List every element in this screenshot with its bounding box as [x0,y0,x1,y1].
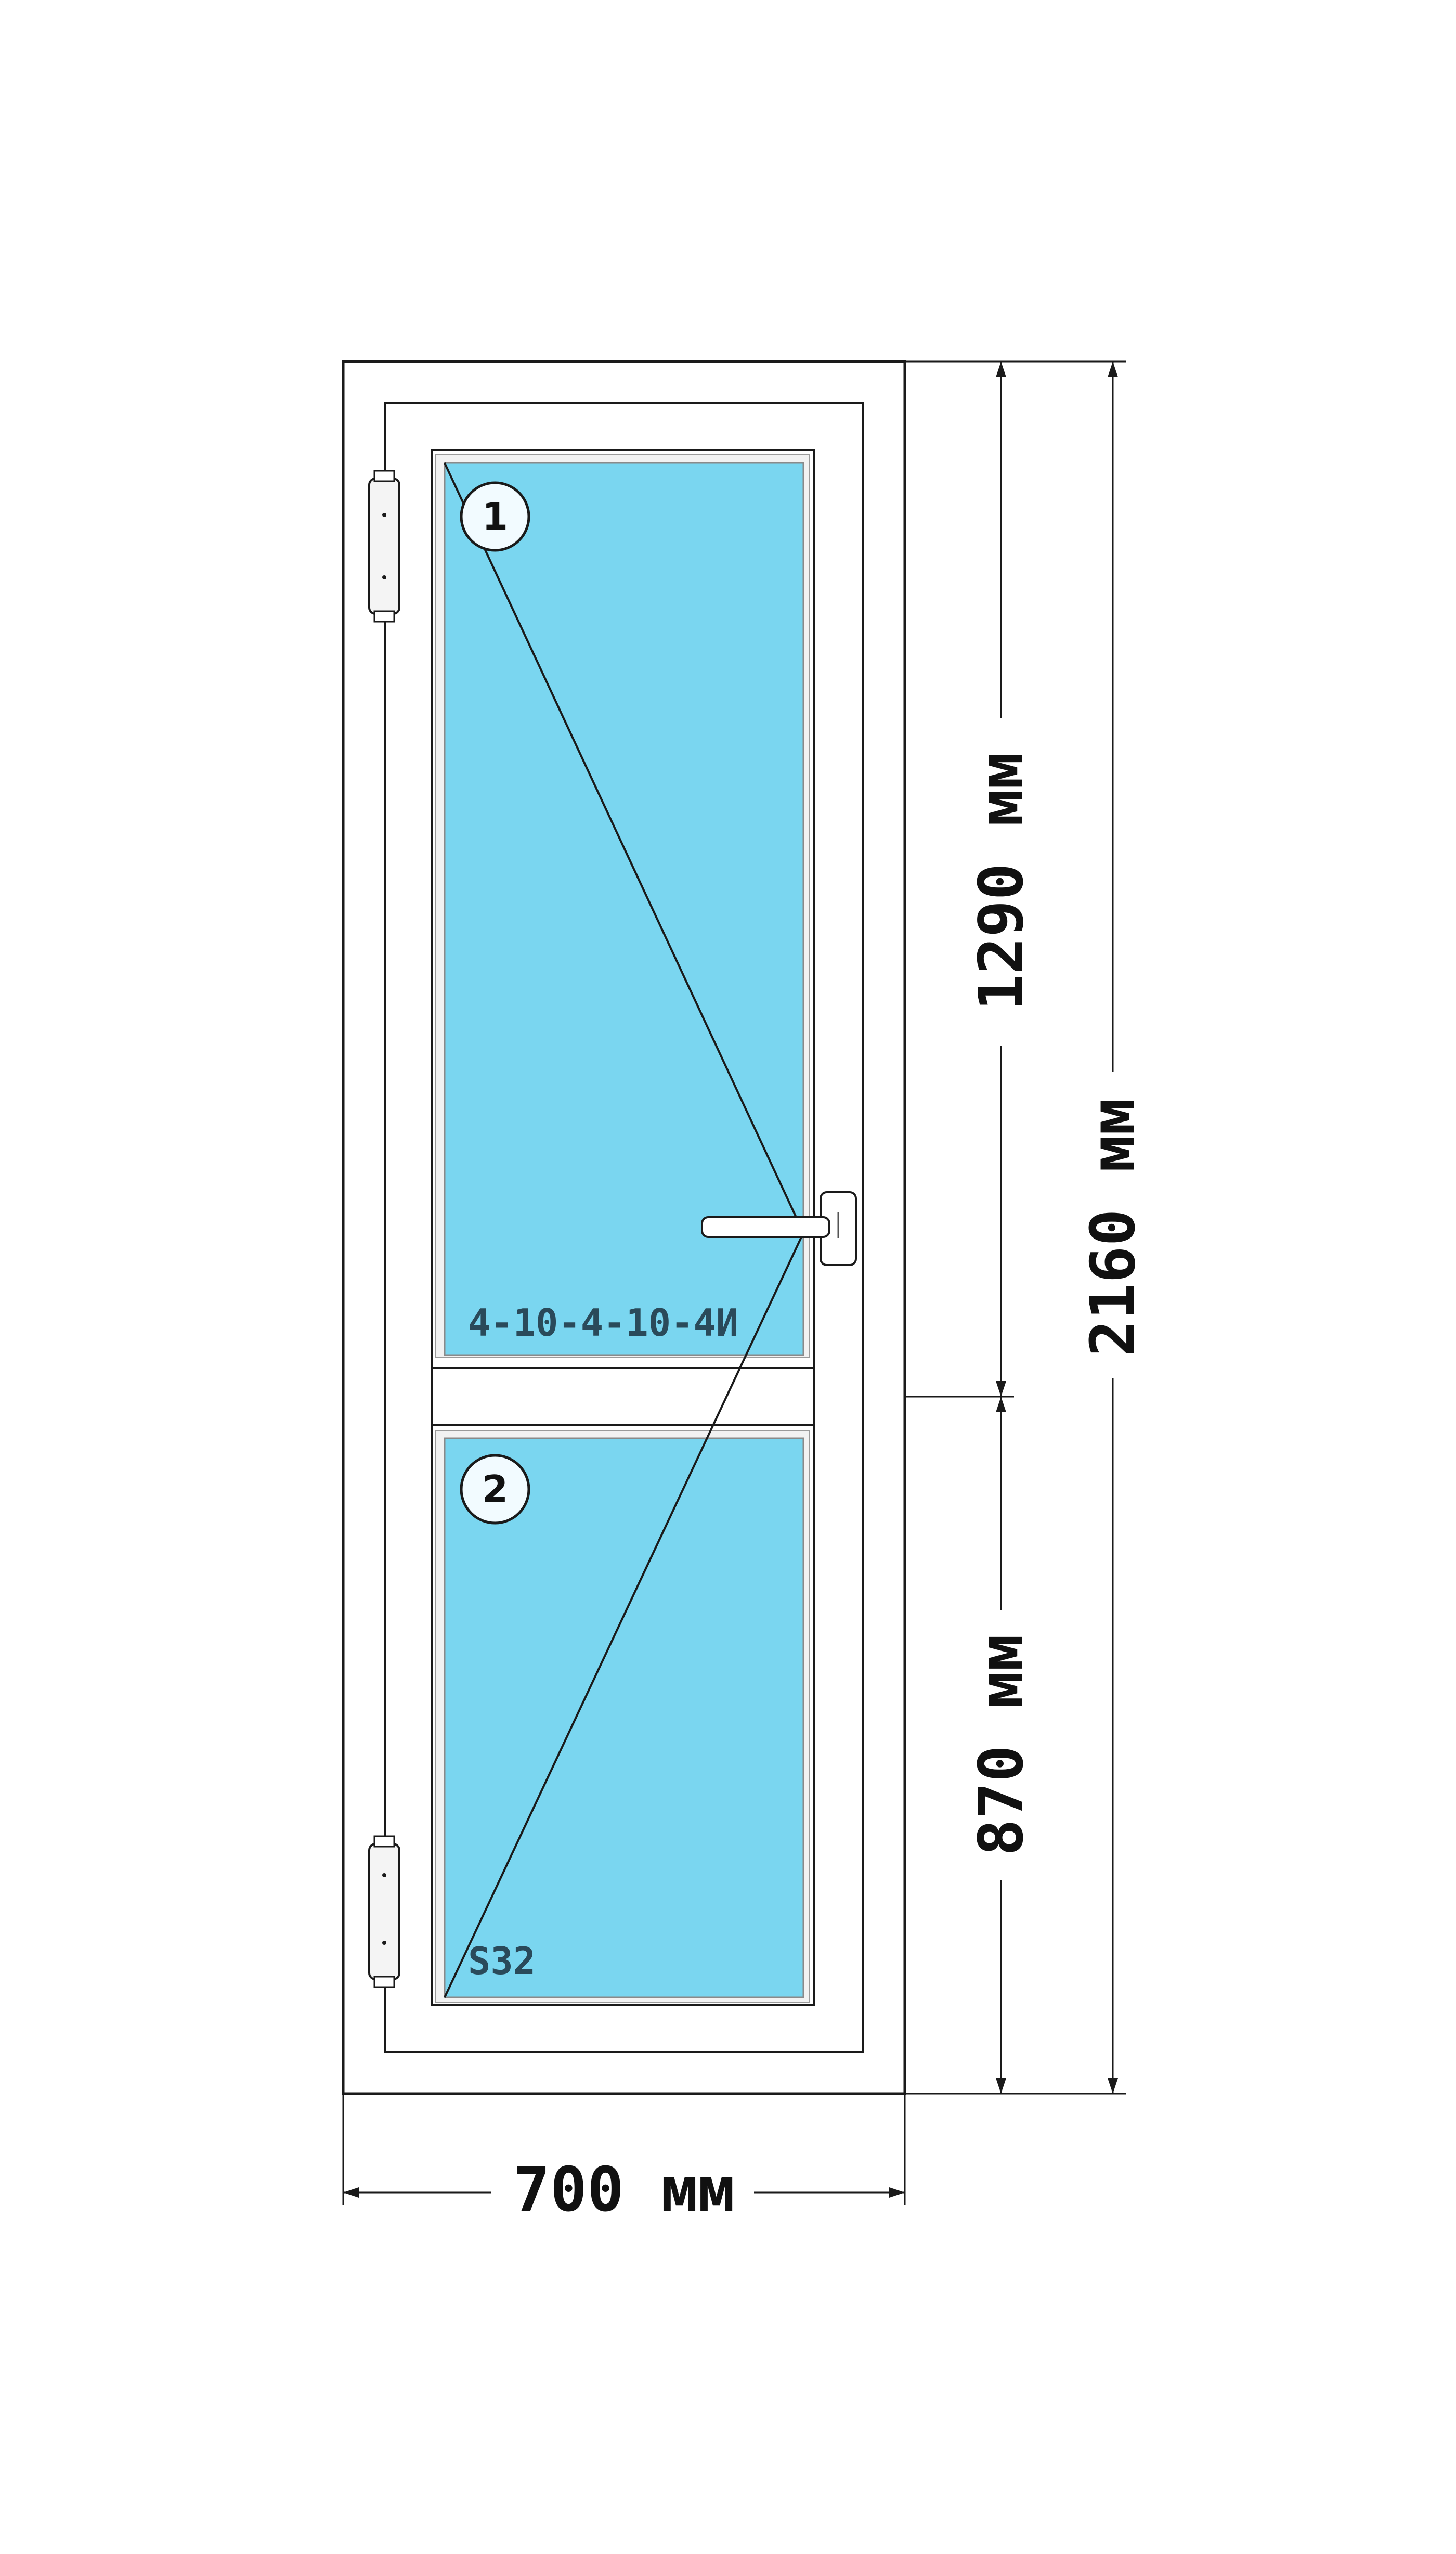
upper-height-dimension: 1290 мм [965,362,1037,1397]
lower-height-dimension: 870 мм [965,1397,1037,2094]
width-label: 700 мм [513,2153,735,2225]
impost [431,1367,815,1426]
lower-height-label: 870 мм [965,1634,1037,1856]
pane-marker-2: 2 [460,1454,530,1525]
pane-number: 2 [482,1467,508,1511]
hinge-icon [368,470,400,623]
pane-number: 1 [482,495,508,538]
upper-height-label: 1290 мм [965,752,1037,1011]
total-height-dimension: 2160 мм [1077,362,1149,2094]
upper-glass [444,462,804,1356]
hinge-icon [368,1835,400,1988]
door-handle-icon [701,1191,857,1266]
glass-spec-upper: 4-10-4-10-4И [468,1301,738,1345]
pane-marker-1: 1 [460,481,530,552]
glass-spec-lower: S32 [468,1939,536,1983]
width-dimension: 700 мм [342,2094,906,2225]
lower-glass [444,1437,804,1998]
total-height-label: 2160 мм [1077,1098,1149,1357]
